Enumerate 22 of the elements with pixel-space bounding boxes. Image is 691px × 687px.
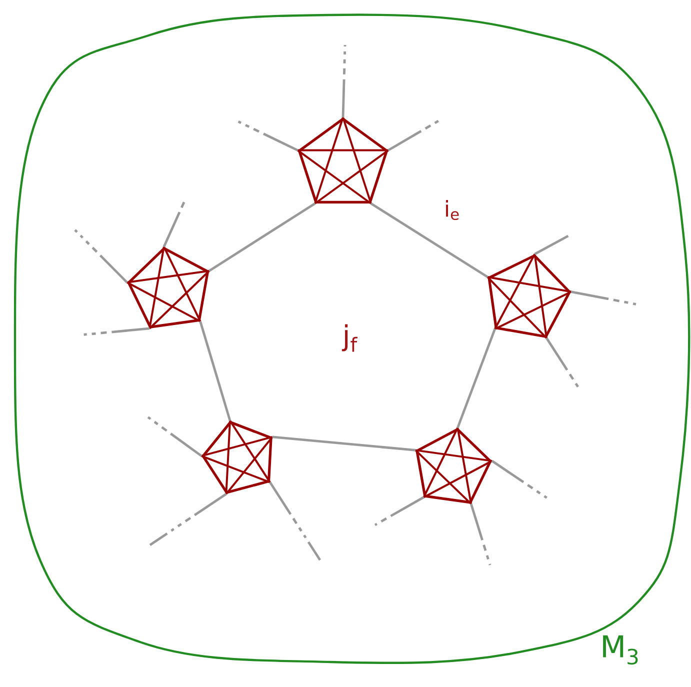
connector-line: [342, 44, 346, 118]
connector-line: [534, 234, 571, 256]
region-label: M$_{3}$: [603, 635, 638, 665]
complete-graph-pentagon: [296, 116, 390, 204]
connector-line: [74, 229, 128, 284]
connector-line: [272, 436, 416, 452]
complete-graph-pentagon: [414, 426, 493, 505]
connector-line: [388, 118, 441, 152]
connector-line: [199, 321, 232, 422]
connector-line: [269, 482, 322, 561]
complete-graph-pentagon: [200, 420, 274, 496]
complete-graph-pentagon: [486, 253, 572, 340]
connector-line: [149, 493, 227, 546]
edge-label: i$_{e}$: [442, 198, 462, 221]
connector-line: [208, 202, 316, 272]
connector-line: [470, 503, 492, 566]
connector-line: [162, 200, 186, 248]
connector-line: [370, 202, 488, 278]
graph-label: j$_{f}$: [342, 324, 358, 352]
connector-line: [374, 496, 424, 526]
complete-graph-pentagon: [126, 246, 210, 330]
connector-line: [456, 328, 496, 428]
